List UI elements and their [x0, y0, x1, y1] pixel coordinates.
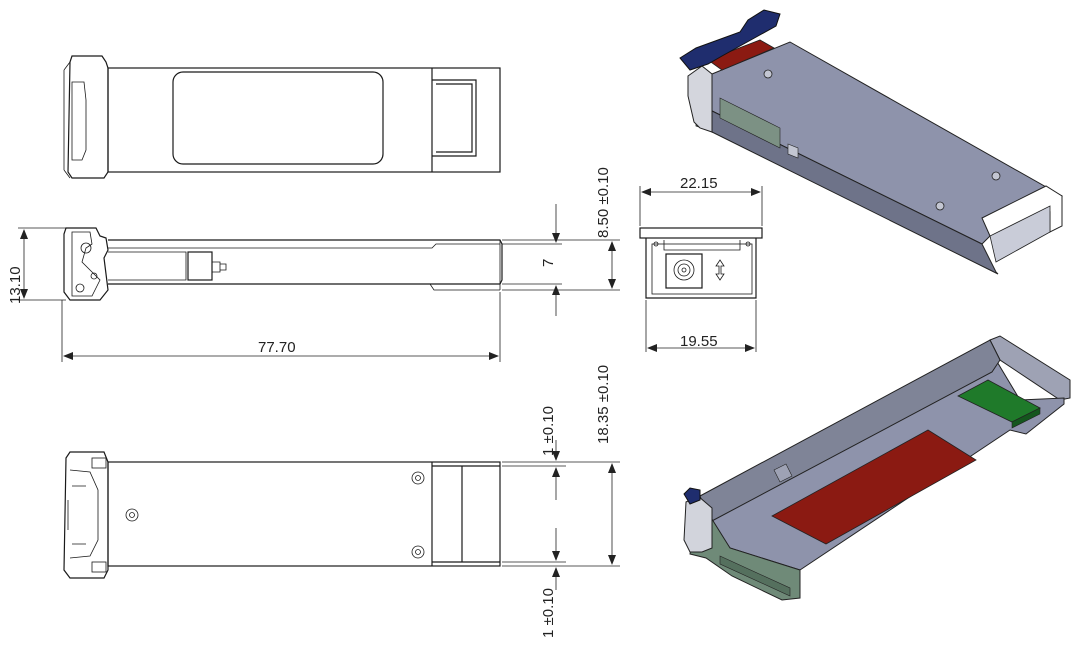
top-view [63, 55, 501, 179]
dim-front-width-bottom: 19.55 [680, 333, 718, 350]
dim-height-tol: 8.50 ±0.10 [595, 167, 612, 238]
iso-bottom-red-pad [771, 429, 977, 545]
iso-bottom-view [683, 335, 1071, 601]
dim-front-width-top: 22.15 [680, 175, 718, 192]
dim-width-tol: 18.35 ±0.10 [595, 365, 612, 444]
dim-rail-top: 1 ±0.10 [540, 406, 557, 456]
iso-bottom-latch [683, 487, 701, 505]
bottom-view [63, 451, 501, 579]
iso-top-red-label [707, 39, 775, 71]
side-view [63, 227, 503, 301]
iso-top-latch [679, 9, 781, 71]
dim-inner-height: 7 [540, 259, 557, 267]
dim-height-left: 13.10 [7, 266, 24, 304]
dimension-lines [18, 186, 763, 590]
dim-length: 77.70 [258, 339, 296, 356]
front-view [639, 227, 763, 299]
dim-rail-bottom: 1 ±0.10 [540, 588, 557, 638]
iso-top-view [679, 9, 1064, 275]
